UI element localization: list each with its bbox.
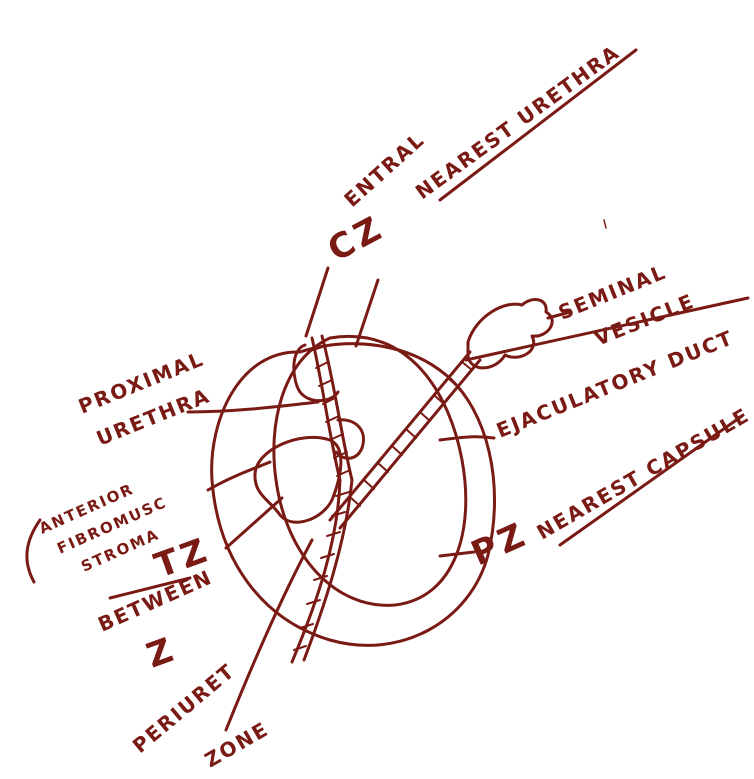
cz-leader-2 bbox=[356, 280, 378, 346]
anterior-stroma-leader bbox=[208, 462, 270, 490]
label-nearest-capsule: NEAREST CAPSULE bbox=[533, 403, 754, 545]
ejaculatory-duct-hatching bbox=[350, 362, 472, 506]
label-pz: PZ bbox=[465, 514, 534, 574]
label-ental: ENTRAL bbox=[339, 127, 429, 212]
nearest-urethra-underline bbox=[440, 50, 636, 200]
label-nearest-urethra: NEAREST URETHRA bbox=[411, 40, 625, 204]
cz-leader-1 bbox=[306, 268, 328, 336]
pz-leader bbox=[440, 552, 474, 556]
ejaculatory-duct-upper bbox=[330, 352, 470, 520]
label-between: BETWEEN bbox=[94, 565, 216, 637]
label-zone: ZONE bbox=[201, 717, 274, 773]
label-cz: CZ bbox=[321, 208, 391, 270]
stray-mark bbox=[604, 220, 606, 228]
anterior-stroma-bracket bbox=[27, 520, 40, 582]
tz-leader bbox=[226, 498, 282, 548]
label-between-z: Z bbox=[141, 629, 182, 676]
